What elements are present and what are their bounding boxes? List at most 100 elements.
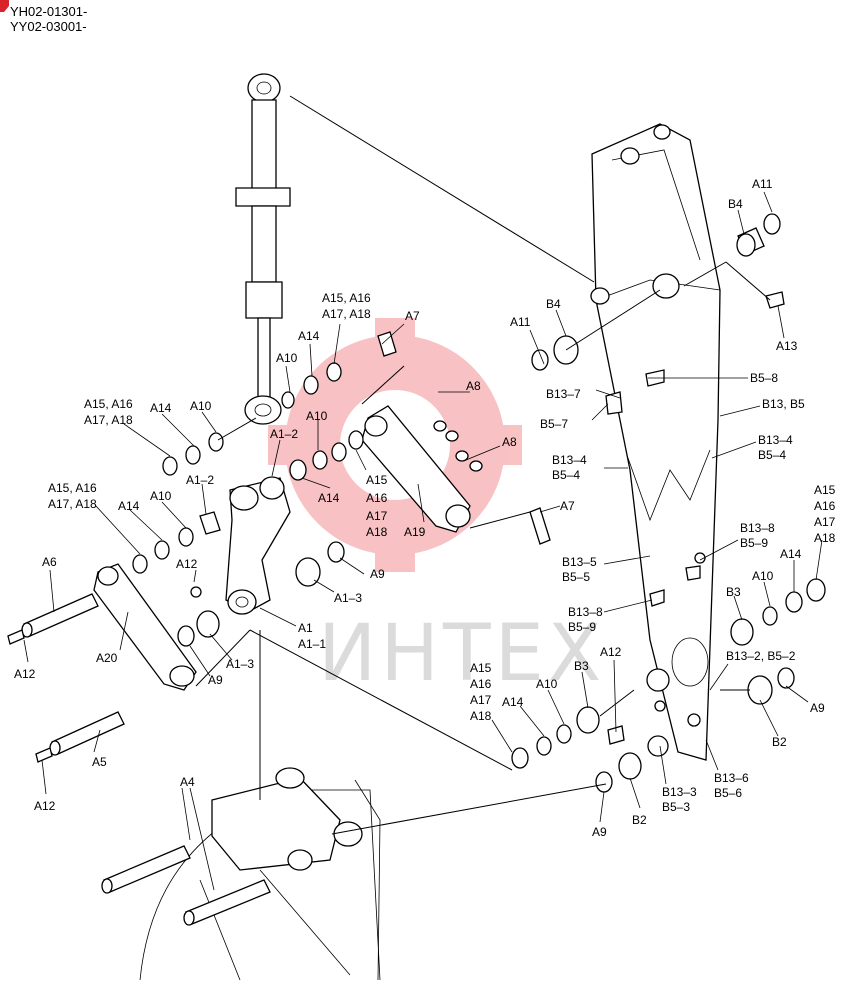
label-b5-7: B5–7	[540, 417, 568, 431]
serial-range-line-2: YY02-03001-	[10, 19, 87, 34]
label-a20: A20	[96, 651, 118, 665]
label-a1: A1	[298, 621, 313, 635]
label-b5-4-right: B5–4	[758, 448, 786, 462]
pin-a6	[7, 593, 99, 645]
label-a10-left2: A10	[150, 489, 172, 503]
label-a14-top: A14	[298, 329, 320, 343]
label-a15-a18-left2-2: A17, A18	[48, 497, 97, 511]
label-a14-right: A14	[780, 547, 802, 561]
label-a14-mid: A14	[318, 491, 340, 505]
label-b5-8: B5–8	[750, 371, 778, 385]
corner-marker-icon	[0, 0, 9, 12]
label-a18-bottom: A18	[470, 709, 492, 723]
label-b2-right: B2	[772, 735, 787, 749]
label-b5-9-right: B5–9	[740, 536, 768, 550]
label-b4-mid: B4	[546, 297, 561, 311]
label-b3-right: B3	[726, 585, 741, 599]
label-b13-8-left: B13–8	[568, 605, 603, 619]
label-a18-right: A18	[814, 531, 836, 545]
labels: A15, A16 A17, A18 A14 A10 A7 A15, A16 A1…	[14, 177, 836, 839]
label-a4: A4	[180, 775, 195, 789]
label-a8-b: A8	[502, 435, 517, 449]
label-a10-right: A10	[752, 569, 774, 583]
bucket	[139, 767, 381, 981]
label-a7-top: A7	[405, 309, 420, 323]
label-b4-top: B4	[728, 197, 743, 211]
label-a1-2-b: A1–2	[186, 473, 214, 487]
label-a9-bottom: A9	[592, 825, 607, 839]
label-b5-9-left: B5–9	[568, 620, 596, 634]
label-b13-3: B13–3	[662, 785, 697, 799]
label-a14-bottom: A14	[502, 695, 524, 709]
label-a17-mid: A17	[366, 509, 388, 523]
label-a6: A6	[42, 555, 57, 569]
leader-lines-labels	[23, 191, 823, 891]
label-b5-6: B5–6	[714, 786, 742, 800]
label-a5: A5	[92, 755, 107, 769]
label-a12-bottom: A12	[34, 799, 56, 813]
pin-a5	[35, 711, 125, 763]
label-b13-4-left: B13–4	[552, 453, 587, 467]
label-a11-mid: A11	[510, 315, 531, 329]
label-a14-left2: A14	[118, 499, 140, 513]
label-a19: A19	[404, 525, 426, 539]
label-b13-6: B13–6	[714, 771, 749, 785]
label-b2-bottom: B2	[632, 813, 647, 827]
label-b5-5: B5–5	[562, 570, 590, 584]
label-a1-3-b: A1–3	[226, 657, 254, 671]
label-a9-mid: A9	[370, 567, 385, 581]
label-a15-bottom: A15	[470, 661, 492, 675]
label-a15-a18-top-2: A17, A18	[322, 307, 371, 321]
label-a8-a: A8	[466, 379, 481, 393]
label-a10-mid: A10	[306, 409, 328, 423]
label-a7-mid: A7	[560, 499, 575, 513]
pins-a4	[101, 845, 271, 926]
label-a10-bottom: A10	[536, 677, 558, 691]
label-a1-2-a: A1–2	[270, 427, 298, 441]
label-b3-mid: B3	[574, 659, 589, 673]
label-a17-bottom: A17	[470, 693, 492, 707]
label-a17-right: A17	[814, 515, 836, 529]
label-b13-4-right: B13–4	[758, 433, 793, 447]
label-a15-a18-top-1: A15, A16	[322, 291, 371, 305]
label-b5-3: B5–3	[662, 800, 690, 814]
watermark-text: ИНТЕХ	[318, 609, 605, 699]
bucket-cylinder	[235, 73, 291, 425]
label-a12-a: A12	[176, 557, 198, 571]
label-a15-a18-left2-1: A15, A16	[48, 481, 97, 495]
washers-right	[511, 213, 826, 793]
label-a13: A13	[776, 339, 798, 353]
label-a10-top: A10	[276, 351, 298, 365]
label-b13-2: B13–2, B5–2	[726, 649, 796, 663]
leader-lines	[195, 95, 771, 835]
label-a12-left: A12	[14, 667, 36, 681]
label-b13-b5: B13, B5	[762, 397, 805, 411]
label-a16-bottom: A16	[470, 677, 492, 691]
label-b13-8-right: B13–8	[740, 521, 775, 535]
link-a20	[93, 563, 197, 691]
label-a15-a18-left1-2: A17, A18	[84, 413, 133, 427]
label-b13-5: B13–5	[562, 555, 597, 569]
label-a16-right: A16	[814, 499, 836, 513]
label-a1-1: A1–1	[298, 637, 326, 651]
label-a1-3-a: A1–3	[334, 591, 362, 605]
label-a15-right: A15	[814, 483, 836, 497]
washers-left	[132, 331, 551, 647]
label-a12-right: A12	[600, 645, 622, 659]
label-a11-top: A11	[752, 177, 773, 191]
label-a15-mid: A15	[366, 473, 388, 487]
label-a9-left: A9	[208, 673, 223, 687]
label-a16-mid: A16	[366, 491, 388, 505]
label-a15-a18-left1-1: A15, A16	[84, 397, 133, 411]
serial-range-line-1: YH02-01301-	[10, 4, 87, 19]
label-a14-left1: A14	[150, 401, 172, 415]
arm-b13	[590, 123, 721, 761]
label-a9-right: A9	[810, 701, 825, 715]
label-a18-mid: A18	[366, 525, 388, 539]
label-b5-4-left: B5–4	[552, 468, 580, 482]
link-a1	[225, 476, 291, 615]
label-b13-7: B13–7	[546, 387, 581, 401]
watermark: ИНТЕХ	[268, 318, 605, 699]
label-a10-left1: A10	[190, 399, 212, 413]
